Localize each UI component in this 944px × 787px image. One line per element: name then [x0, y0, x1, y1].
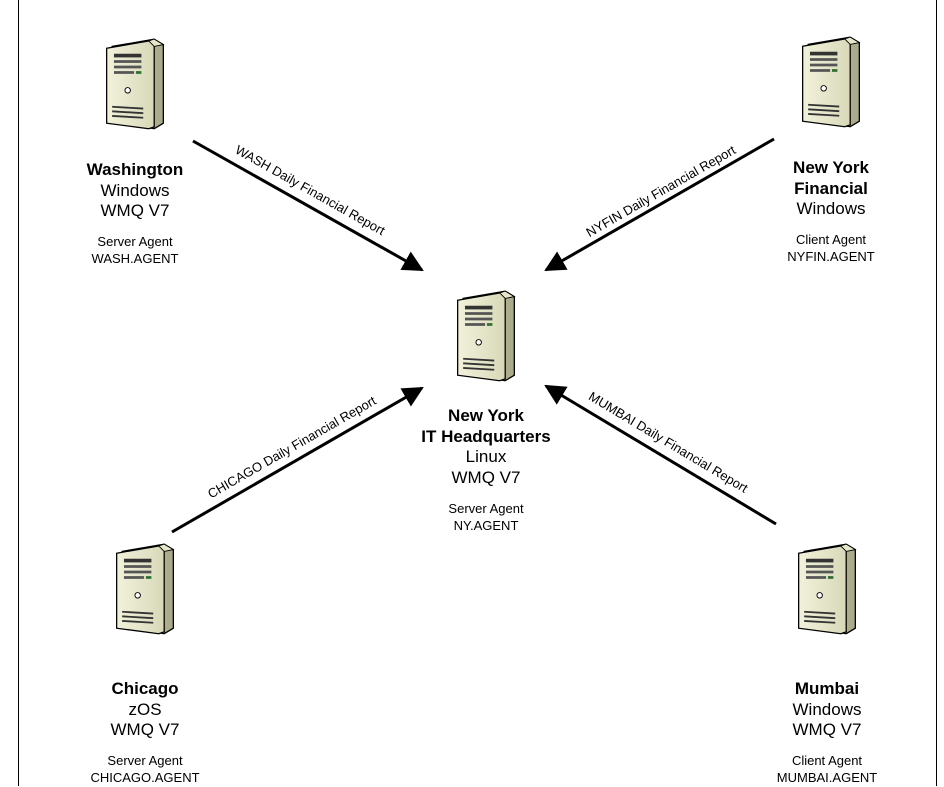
node-os: Windows [796, 199, 866, 219]
node-title: Washington [86, 160, 184, 179]
node-title: Mumbai [794, 679, 860, 698]
arrow-chicago-to-hq [171, 386, 424, 534]
flow-mumbai: MUMBAI Daily Financial Report [544, 384, 777, 526]
node-title-line1: New York [793, 158, 869, 177]
flow-label-nyfin: NYFIN Daily Financial Report [583, 142, 738, 240]
agent-name: NYFIN.AGENT [787, 249, 875, 265]
node-agent: Server Agent WASH.AGENT [60, 234, 210, 268]
node-agent: Client Agent MUMBAI.AGENT [752, 753, 902, 787]
server-tower-icon [454, 284, 518, 386]
agent-name: WASH.AGENT [91, 251, 179, 267]
node-os: Linux [465, 447, 507, 467]
node-title: Chicago [111, 679, 179, 698]
node-title-line2: Financial [794, 178, 868, 198]
node-os: Windows [100, 180, 170, 200]
agent-type: Server Agent [448, 500, 524, 516]
agent-type: Server Agent [107, 753, 183, 769]
flow-label-mumbai: MUMBAI Daily Financial Report [586, 389, 751, 496]
node-os: Windows [792, 699, 862, 719]
node-mumbai: Mumbai Windows WMQ V7 Client Agent MUMBA… [752, 537, 902, 787]
node-mq: WMQ V7 [110, 720, 180, 740]
server-tower-icon [795, 537, 859, 639]
server-tower-icon [799, 30, 863, 132]
node-mq: WMQ V7 [451, 468, 521, 488]
node-os: zOS [128, 699, 162, 719]
arrow-nyfin-to-hq [544, 137, 775, 272]
node-agent: Server Agent CHICAGO.AGENT [70, 753, 220, 787]
node-title-line1: New York [448, 406, 524, 425]
flow-label-wash: WASH Daily Financial Report [233, 142, 388, 238]
agent-type: Server Agent [97, 234, 173, 250]
arrow-wash-to-hq [192, 139, 424, 272]
agent-name: CHICAGO.AGENT [90, 770, 200, 786]
agent-type: Client Agent [795, 232, 867, 248]
flow-chicago: CHICAGO Daily Financial Report [171, 386, 424, 534]
node-washington: Washington Windows WMQ V7 Server Agent W… [60, 32, 210, 268]
node-agent: Client Agent NYFIN.AGENT [756, 232, 906, 266]
node-agent: Server Agent NY.AGENT [406, 501, 566, 535]
arrow-mumbai-to-hq [544, 384, 777, 526]
agent-name: MUMBAI.AGENT [776, 770, 878, 786]
agent-type: Client Agent [791, 753, 863, 769]
node-hq: New York IT Headquarters Linux WMQ V7 Se… [406, 284, 566, 535]
node-mq: WMQ V7 [792, 720, 862, 740]
node-title-line2: IT Headquarters [421, 426, 551, 446]
agent-name: NY.AGENT [453, 517, 519, 533]
flow-nyfin: NYFIN Daily Financial Report [544, 137, 775, 272]
node-chicago: Chicago zOS WMQ V7 Server Agent CHICAGO.… [70, 537, 220, 787]
server-tower-icon [103, 32, 167, 134]
flow-wash: WASH Daily Financial Report [192, 139, 424, 272]
flow-label-chicago: CHICAGO Daily Financial Report [205, 393, 379, 502]
node-mq: WMQ V7 [100, 201, 170, 221]
server-tower-icon [113, 537, 177, 639]
node-nyfin: New York Financial Windows Client Agent … [756, 30, 906, 266]
